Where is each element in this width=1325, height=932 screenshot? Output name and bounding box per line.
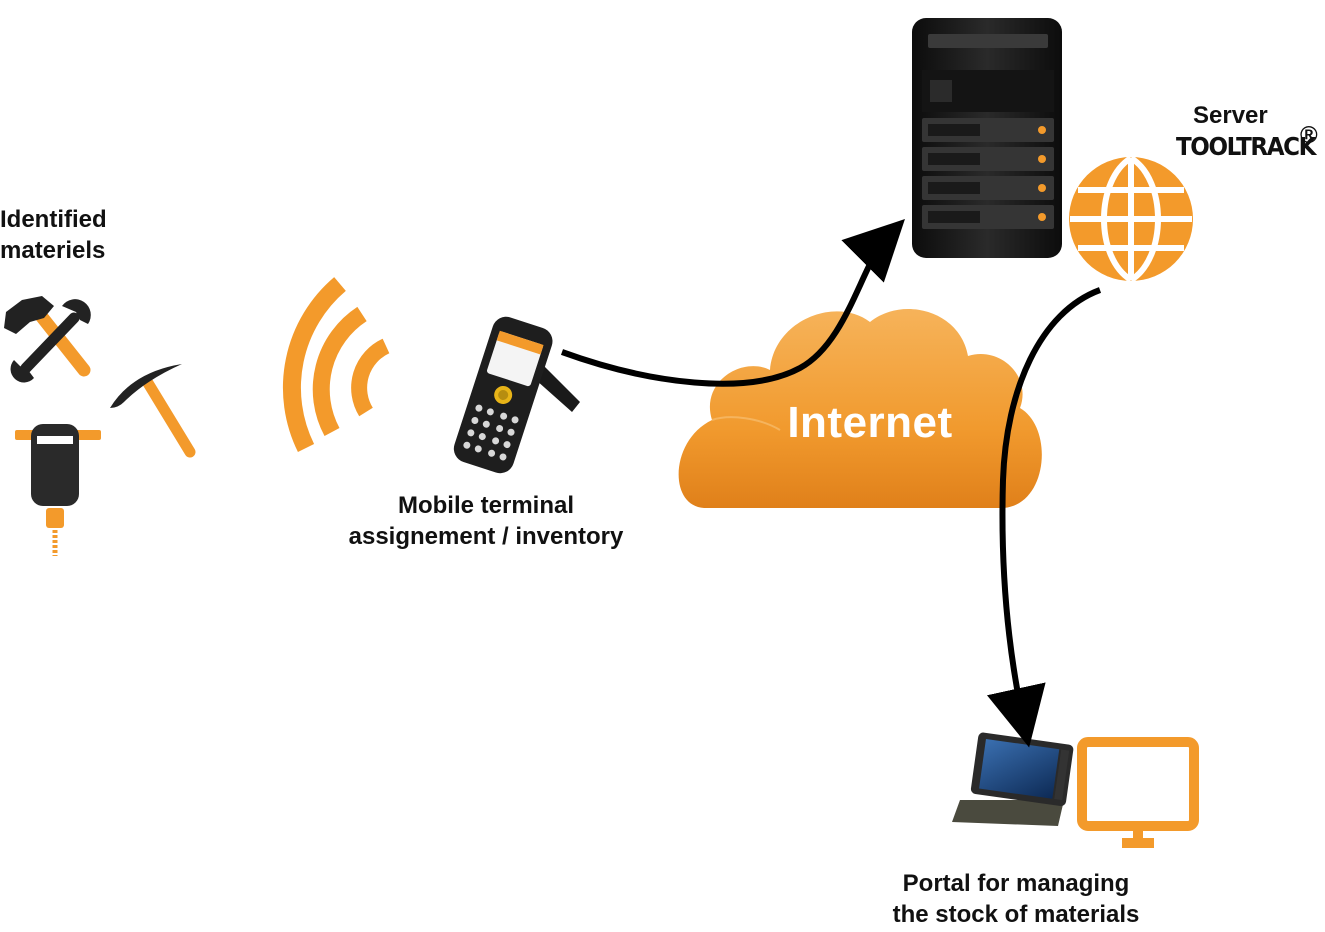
portal-label-line2: the stock of materials: [892, 901, 1140, 928]
materials-label-line2: materiels: [0, 237, 106, 264]
terminal-label: Mobile terminal assignement / inventory: [336, 490, 636, 552]
globe-icon: [1069, 155, 1193, 283]
hammer-wrench-icon: [4, 296, 91, 383]
materials-label-line1: Identified: [0, 206, 107, 233]
server-label: Server: [1193, 102, 1268, 129]
monitor-icon: [1077, 737, 1199, 848]
pickaxe-icon: [110, 364, 196, 458]
tablet-icon: [952, 732, 1074, 826]
server-icon: [912, 18, 1062, 258]
materials-label: Identified materiels: [0, 204, 107, 266]
mobile-terminal-icon: [453, 316, 580, 474]
cloud-label: Internet: [787, 398, 953, 447]
arrow-server-to-portal: [987, 287, 1102, 748]
portal-label: Portal for managing the stock of materia…: [866, 868, 1166, 930]
terminal-label-line1: Mobile terminal: [397, 492, 575, 519]
terminal-label-line2: assignement / inventory: [348, 523, 624, 550]
brand-registered-mark: ®: [1300, 122, 1318, 149]
wireless-signal-icon: [282, 277, 390, 452]
server-bays: [922, 118, 1054, 229]
brand-label: TOOLTRACK: [1176, 132, 1317, 161]
portal-label-line1: Portal for managing: [902, 870, 1130, 897]
arrow-terminal-to-server: [560, 219, 905, 387]
drill-icon: [15, 424, 101, 556]
cloud-icon: [678, 309, 1042, 508]
